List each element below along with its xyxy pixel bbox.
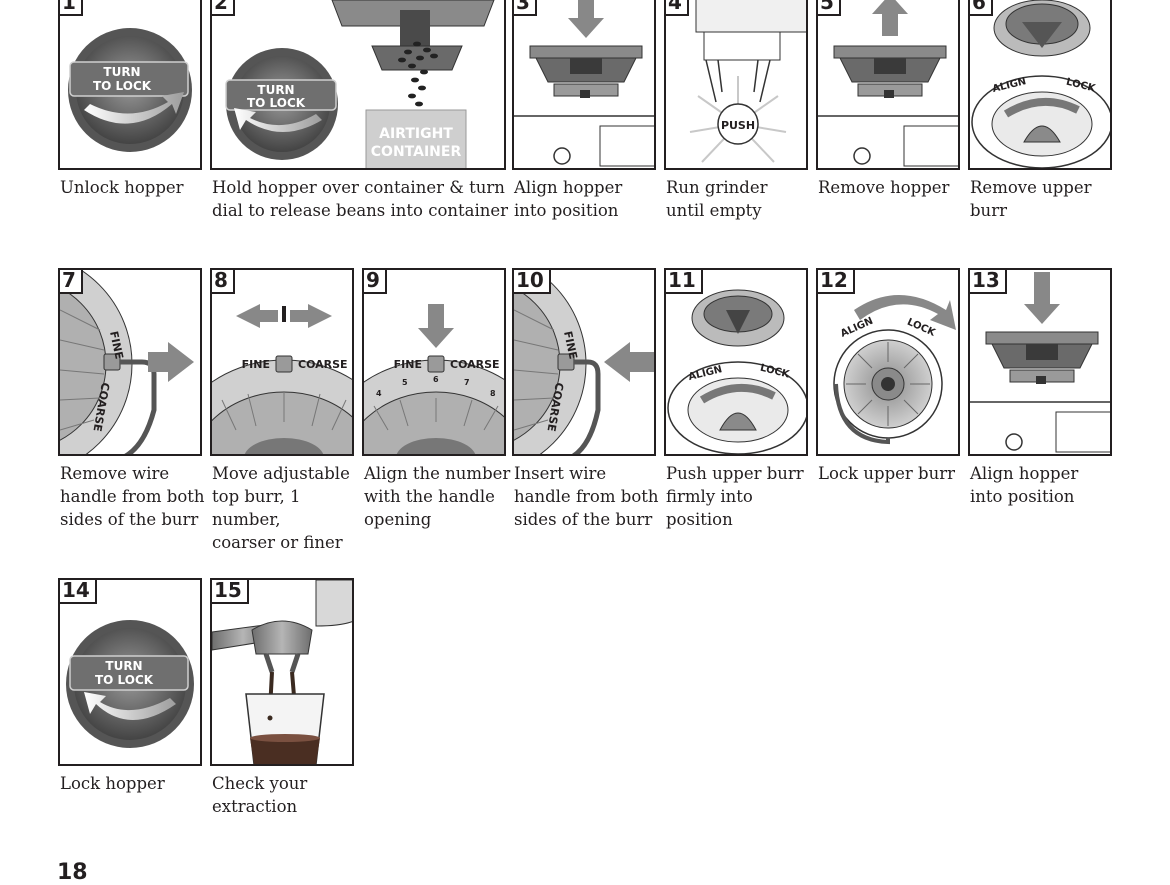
step-13-illustration: 13 xyxy=(968,268,1112,456)
step-caption: Check your extraction xyxy=(212,774,308,816)
scale-6: 6 xyxy=(433,375,439,384)
scale-8: 8 xyxy=(490,389,496,398)
step-caption: Insert wire handle from both sides of th… xyxy=(514,464,659,529)
wire-handle-remove-icon: FINE COARSE xyxy=(60,270,194,454)
remove-hopper-icon xyxy=(818,0,958,167)
dial-lock-icon: TURN TO LOCK xyxy=(68,28,192,152)
step-caption: Move adjustable top burr, 1 number, coar… xyxy=(212,464,350,552)
dial-text-turn: TURN xyxy=(257,83,294,97)
coarse-label: COARSE xyxy=(450,358,500,371)
step-number: 10 xyxy=(514,270,551,294)
step-2-illustration: 2 TURN TO LOCK AIRTIGHT CONTAINER xyxy=(210,0,506,170)
step-number: 13 xyxy=(970,270,1007,294)
extraction-icon xyxy=(212,580,352,764)
step-number: 7 xyxy=(60,270,83,294)
dial-text-turn: TURN xyxy=(103,65,140,79)
step-10-illustration: 10 FINE COARSE xyxy=(512,268,656,456)
wire-handle-insert-icon: FINE COARSE xyxy=(514,270,654,454)
dial-text-to-lock: TO LOCK xyxy=(93,79,152,93)
step-2: 2 TURN TO LOCK AIRTIGHT CONTAINER xyxy=(210,0,510,230)
push-burr-icon: ALIGN LOCK xyxy=(667,289,806,454)
push-button-icon: PUSH xyxy=(689,0,806,163)
step-number: 12 xyxy=(818,270,855,294)
step-number: 14 xyxy=(60,580,97,604)
coarse-label: COARSE xyxy=(298,358,348,371)
step-caption: Align hopper into position xyxy=(514,178,623,220)
step-12: 12 ALIGN LOCK Lock upper burr xyxy=(816,268,961,538)
push-button-label: PUSH xyxy=(721,119,755,132)
step-number: 11 xyxy=(666,270,703,294)
step-15-illustration: 15 xyxy=(210,578,354,766)
step-number: 6 xyxy=(970,0,993,16)
step-13: 13 Align hopper into position xyxy=(968,268,1113,538)
step-6-illustration: 6 ALIGN LOCK xyxy=(968,0,1112,170)
adjust-burr-icon: FINE COARSE xyxy=(212,304,352,454)
step-9-illustration: 9 FINE COARSE 4 5 6 7 8 xyxy=(362,268,506,456)
step-caption: Remove wire handle from both sides of th… xyxy=(60,464,205,529)
page-number: 18 xyxy=(57,860,88,885)
fine-label: FINE xyxy=(242,358,270,371)
fine-label: FINE xyxy=(107,330,126,360)
remove-burr-icon: ALIGN LOCK xyxy=(971,0,1110,168)
step-5: 5 Remove hopper xyxy=(816,0,961,230)
step-7: 7 FINE COARSE Remove wire handle from bo… xyxy=(58,268,205,538)
scale-5: 5 xyxy=(402,378,408,387)
container-label-2: CONTAINER xyxy=(371,144,462,160)
step-4-illustration: 4 PUSH xyxy=(664,0,808,170)
step-caption: Unlock hopper xyxy=(60,178,184,197)
step-12-illustration: 12 ALIGN LOCK xyxy=(816,268,960,456)
scale-7: 7 xyxy=(464,378,470,387)
scale-4: 4 xyxy=(376,389,382,398)
step-caption: Align the number with the handle opening xyxy=(364,464,511,529)
step-8: 8 FINE COARSE Move adjustable top burr, … xyxy=(210,268,355,552)
step-number: 8 xyxy=(212,270,235,294)
step-10: 10 FINE COARSE Insert wire handle from b… xyxy=(512,268,659,538)
step-number: 2 xyxy=(212,0,235,16)
step-8-illustration: 8 FINE COARSE xyxy=(210,268,354,456)
step-caption: Run grinder until empty xyxy=(666,178,768,220)
step-number: 5 xyxy=(818,0,841,16)
step-3: 3 Align hopper into position xyxy=(512,0,657,230)
step-1: 1 TURN TO LOCK Unlock hopper xyxy=(58,0,203,230)
step-15: 15 Check your extraction xyxy=(210,578,355,828)
align-hopper-icon xyxy=(514,0,654,167)
step-number: 4 xyxy=(666,0,689,16)
step-6: 6 ALIGN LOCK Remove upper burr xyxy=(968,0,1113,230)
container-label-1: AIRTIGHT xyxy=(379,126,453,142)
lock-burr-icon: ALIGN LOCK xyxy=(833,295,956,445)
dial-text-to-lock: TO LOCK xyxy=(95,673,154,687)
hopper-release-icon: TURN TO LOCK AIRTIGHT CONTAINER xyxy=(225,0,495,168)
step-number: 1 xyxy=(60,0,83,16)
align-hopper-icon xyxy=(970,272,1110,453)
step-1-illustration: 1 TURN TO LOCK xyxy=(58,0,202,170)
step-14: 14 TURN TO LOCK Lock hopper xyxy=(58,578,203,828)
step-caption: Lock upper burr xyxy=(818,464,955,483)
step-3-illustration: 3 xyxy=(512,0,656,170)
step-number: 3 xyxy=(514,0,537,16)
fine-label: FINE xyxy=(561,330,580,360)
step-caption: Hold hopper over container & turn dial t… xyxy=(212,178,509,220)
step-11-illustration: 11 ALIGN LOCK xyxy=(664,268,808,456)
step-5-illustration: 5 xyxy=(816,0,960,170)
step-11: 11 ALIGN LOCK Push upper burr firmly int… xyxy=(664,268,809,538)
step-7-illustration: 7 FINE COARSE xyxy=(58,268,202,456)
step-caption: Remove upper burr xyxy=(970,178,1092,220)
dial-text-to-lock: TO LOCK xyxy=(247,96,306,110)
dial-text-turn: TURN xyxy=(105,659,142,673)
step-4: 4 PUSH Run grinder until empty xyxy=(664,0,809,230)
step-9: 9 FINE COARSE 4 5 6 7 8 Align the number… xyxy=(362,268,510,538)
step-caption: Align hopper into position xyxy=(970,464,1079,506)
step-14-illustration: 14 TURN TO LOCK xyxy=(58,578,202,766)
align-number-icon: FINE COARSE 4 5 6 7 8 xyxy=(364,304,504,454)
dial-lock-icon: TURN TO LOCK xyxy=(66,620,194,748)
step-caption: Push upper burr firmly into position xyxy=(666,464,804,529)
step-number: 15 xyxy=(212,580,249,604)
fine-label: FINE xyxy=(394,358,422,371)
step-caption: Remove hopper xyxy=(818,178,950,197)
step-number: 9 xyxy=(364,270,387,294)
step-caption: Lock hopper xyxy=(60,774,165,793)
